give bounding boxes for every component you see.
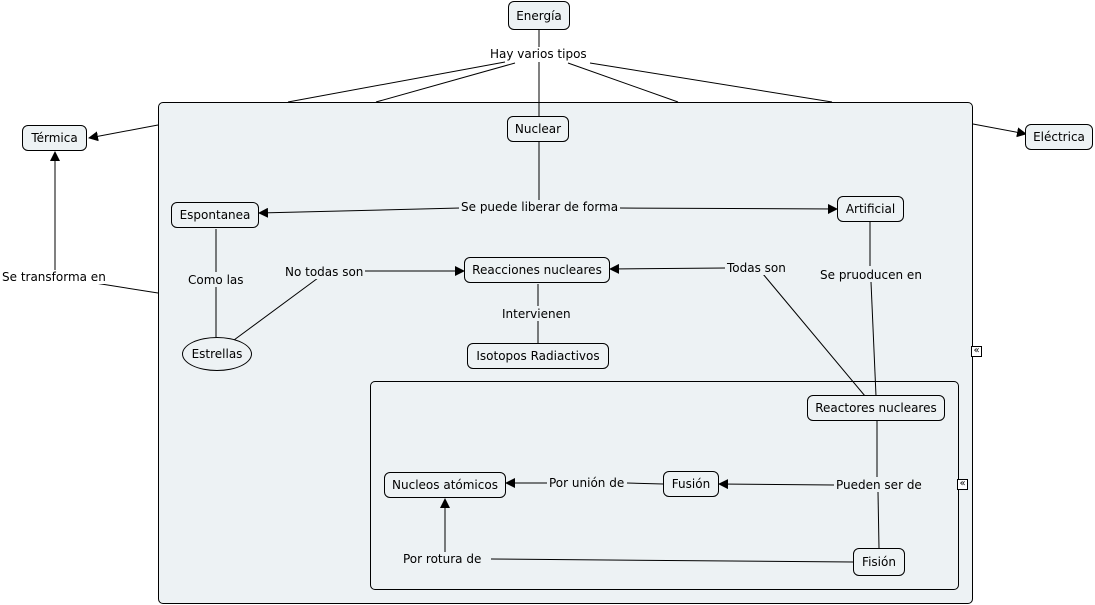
collapse-nuclear-group-button[interactable]: « xyxy=(971,346,982,357)
concept-isotopos-radiactivos[interactable]: Isotopos Radiactivos xyxy=(467,343,609,369)
concept-electrica[interactable]: Eléctrica xyxy=(1025,124,1093,150)
line-fision-rotura xyxy=(490,558,854,563)
concept-nucleos-atomicos[interactable]: Nucleos atómicos xyxy=(384,472,506,498)
link-pueden-ser-de[interactable]: Pueden ser de xyxy=(834,478,924,492)
link-se-puede-liberar-de-forma[interactable]: Se puede liberar de forma xyxy=(459,200,621,214)
line-tipos-container-1 xyxy=(287,61,506,103)
line-reactores-todasson xyxy=(762,273,866,397)
line-pruoducen-reactores xyxy=(870,281,877,397)
line-tipos-container-4 xyxy=(589,62,833,103)
link-no-todas-son[interactable]: No todas son xyxy=(283,265,366,279)
concept-artificial[interactable]: Artificial xyxy=(837,196,904,222)
concept-termica[interactable]: Térmica xyxy=(22,125,87,151)
link-por-rotura-de[interactable]: Por rotura de xyxy=(401,552,484,566)
line-estrellas-notodas xyxy=(233,277,319,341)
link-por-union-de[interactable]: Por unión de xyxy=(547,476,627,490)
line-container-transforma xyxy=(94,282,159,294)
line-pueden-fision xyxy=(877,491,880,549)
link-se-pruoducen-en[interactable]: Se pruoducen en xyxy=(818,268,924,282)
concept-espontanea[interactable]: Espontanea xyxy=(171,202,259,228)
line-to-electrica xyxy=(972,123,1027,138)
concept-estrellas[interactable]: Estrellas xyxy=(182,337,252,371)
concept-fision[interactable]: Fisión xyxy=(853,548,905,576)
link-hay-varios-tipos[interactable]: Hay varios tipos xyxy=(488,47,589,61)
concept-energia[interactable]: Energía xyxy=(508,1,570,30)
concept-nuclear[interactable]: Nuclear xyxy=(507,116,569,142)
concept-reactores-nucleares[interactable]: Reactores nucleares xyxy=(807,395,945,421)
line-tipos-container-2 xyxy=(375,62,516,103)
concept-fusion[interactable]: Fusión xyxy=(663,471,719,497)
link-intervienen[interactable]: Intervienen xyxy=(500,307,573,321)
line-to-termica xyxy=(88,124,159,142)
collapse-reactores-group-button[interactable]: « xyxy=(957,479,968,490)
concept-reacciones-nucleares[interactable]: Reacciones nucleares xyxy=(464,257,610,283)
line-todasson-reacciones xyxy=(609,263,727,274)
line-to-artificial xyxy=(618,203,838,214)
line-tipos-container-3 xyxy=(567,62,679,103)
line-fusion-union xyxy=(626,482,664,485)
link-se-transforma-en[interactable]: Se transforma en xyxy=(0,270,108,284)
line-pueden-fusion xyxy=(718,479,835,490)
line-to-espontanea xyxy=(258,207,461,218)
link-como-las[interactable]: Como las xyxy=(186,273,246,287)
link-todas-son[interactable]: Todas son xyxy=(725,261,788,275)
